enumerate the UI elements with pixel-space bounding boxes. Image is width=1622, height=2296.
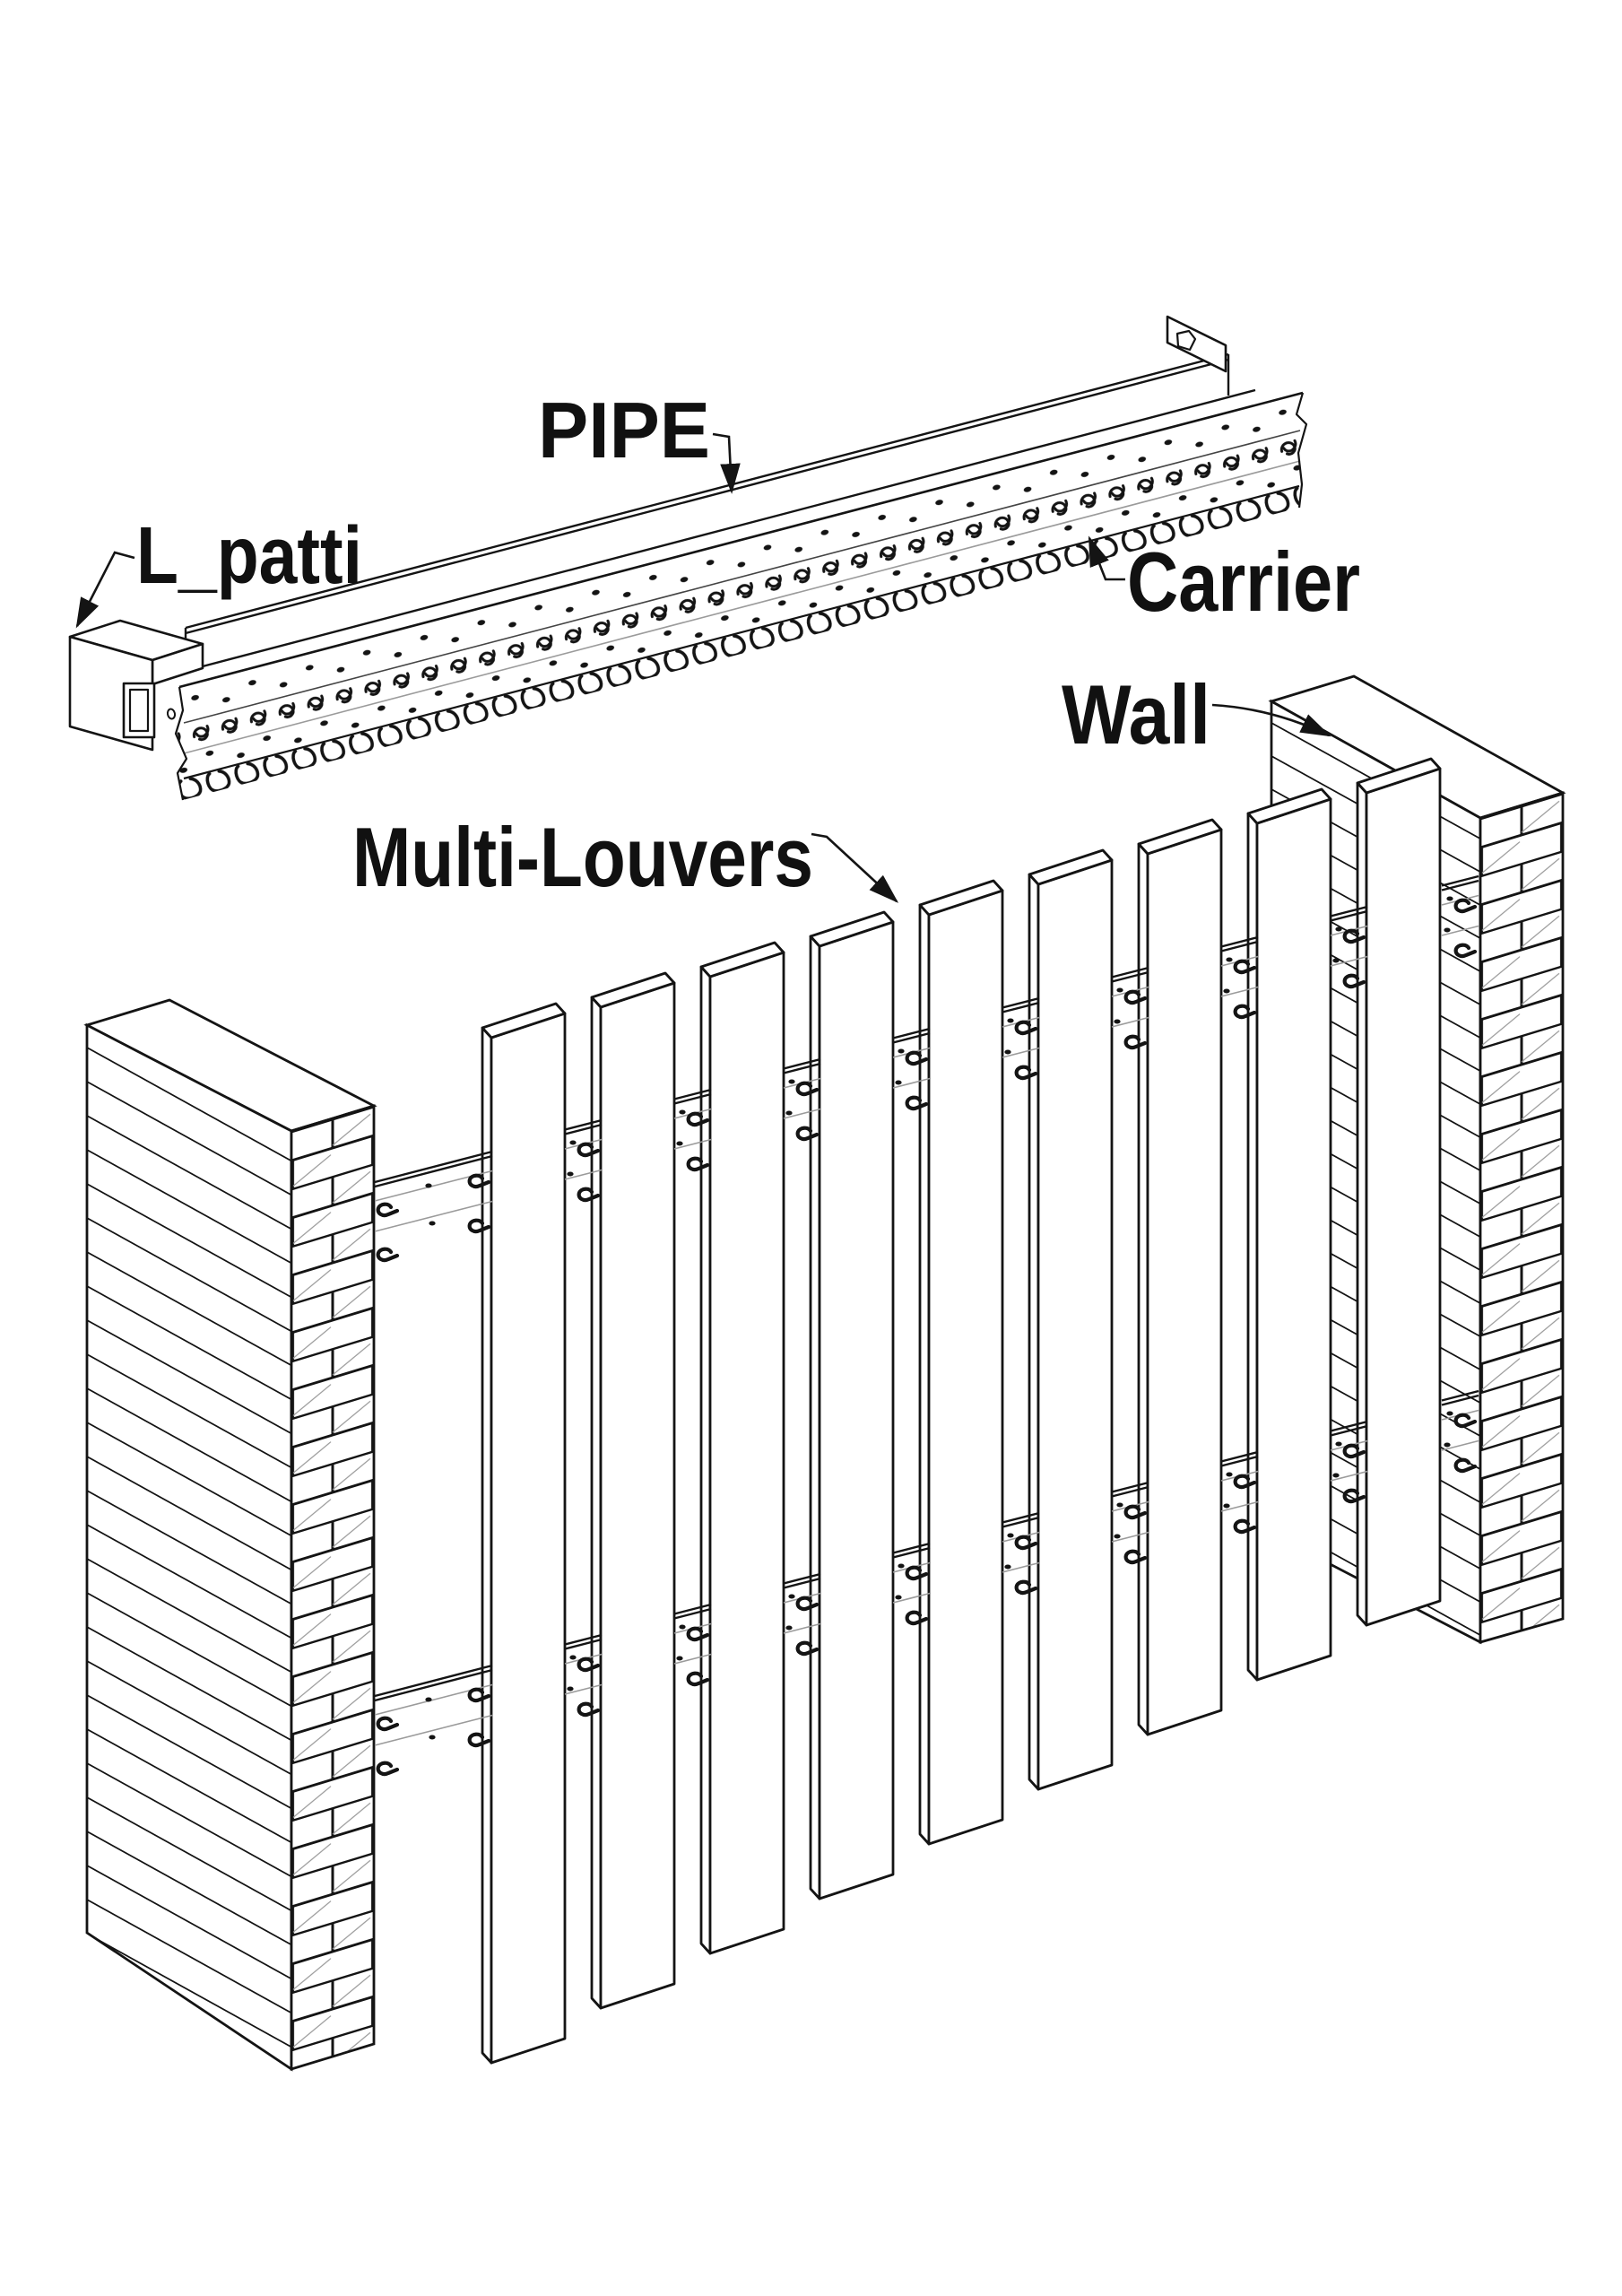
- label-multi-louvers: Multi-Louvers: [352, 810, 813, 904]
- pipe-back-flange: [184, 352, 1230, 671]
- louver: [918, 879, 1004, 1846]
- label-carrier: Carrier: [1127, 535, 1360, 629]
- louver: [699, 941, 785, 1955]
- label-pipe: PIPE: [538, 386, 710, 474]
- end-bracket: [1166, 315, 1227, 373]
- leader-wall: [1211, 703, 1331, 737]
- louver: [1028, 848, 1114, 1791]
- label-wall: Wall: [1062, 667, 1210, 761]
- louver: [809, 910, 895, 1900]
- leader-l-patti: [75, 551, 135, 629]
- louver: [1246, 787, 1332, 1682]
- louver: [1137, 818, 1223, 1736]
- leader-pipe: [712, 432, 741, 494]
- leader-lines: [75, 432, 1331, 903]
- pipe-end-section: [122, 682, 177, 739]
- label-l-patti: L_patti: [136, 511, 362, 601]
- pipe-rail-assembly: [68, 315, 1308, 801]
- multi-louvers-group: [481, 757, 1442, 2065]
- leader-multi-louvers: [811, 832, 899, 903]
- louver: [1356, 757, 1442, 1627]
- louver: [481, 1002, 567, 2065]
- carrier-strip: [174, 391, 1308, 801]
- louver: [590, 971, 676, 2010]
- pipe-top-face: [179, 390, 1255, 687]
- leader-carrier: [1088, 535, 1125, 581]
- wall-left-pier: [83, 998, 377, 2072]
